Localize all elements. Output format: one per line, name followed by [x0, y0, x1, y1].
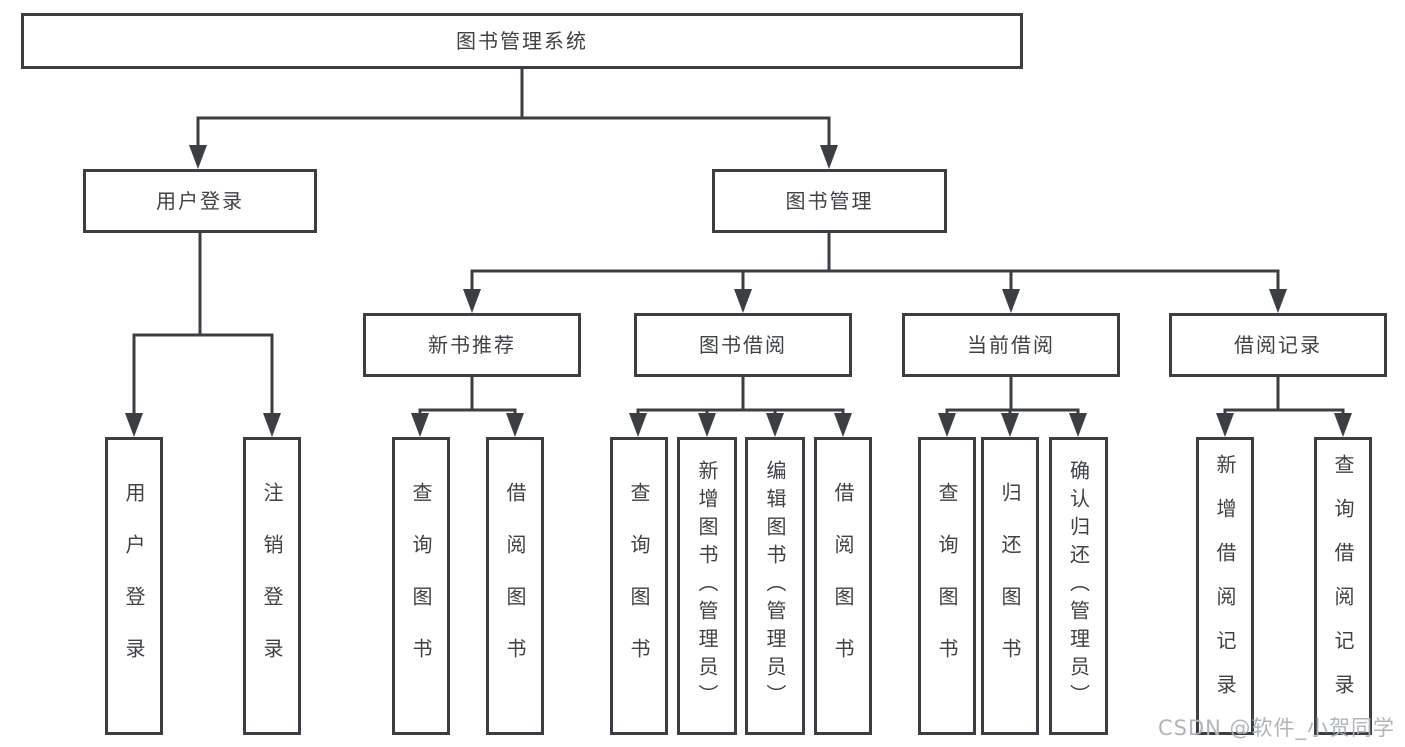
- arrow-down-icon: [463, 289, 481, 313]
- leaf-return-books: 归还图书: [981, 437, 1039, 735]
- arrow-down-icon: [766, 413, 784, 437]
- connector-borrow-record-children: [1223, 375, 1345, 420]
- connector-current-borrow-children: [945, 375, 1080, 420]
- leaf-confirm-return-admin: 确认归还（管理员）: [1049, 437, 1108, 735]
- arrow-down-icon: [1069, 413, 1087, 437]
- arrow-down-icon: [506, 413, 524, 437]
- leaf-borrow-books-recommend: 借阅图书: [486, 437, 544, 735]
- leaf-logout: 注销登录: [243, 437, 301, 735]
- arrow-down-icon: [263, 413, 281, 437]
- node-label: 查询图书: [409, 482, 433, 690]
- arrow-down-icon: [698, 413, 716, 437]
- node-label: 图书借阅: [699, 333, 787, 357]
- node-current-borrowing: 当前借阅: [902, 313, 1120, 377]
- arrow-down-icon: [734, 289, 752, 313]
- leaf-user-login: 用户登录: [105, 437, 163, 735]
- arrow-down-icon: [189, 145, 207, 169]
- arrow-down-icon: [834, 413, 852, 437]
- node-label: 用户登录: [156, 189, 244, 213]
- leaf-add-books-admin: 新增图书（管理员）: [677, 437, 737, 735]
- node-label: 当前借阅: [967, 333, 1055, 357]
- leaf-query-borrow-record: 查询借阅记录: [1314, 437, 1372, 735]
- leaf-query-books-current: 查询图书: [918, 437, 976, 735]
- connector-book-mgmt-to-level3: [470, 231, 1280, 296]
- connector-book-borrow-children: [636, 375, 845, 420]
- leaf-query-books-recommend: 查询图书: [392, 437, 450, 735]
- node-label: 借阅记录: [1234, 333, 1322, 357]
- node-label: 编辑图书（管理员）: [763, 460, 787, 712]
- arrow-down-icon: [1002, 289, 1020, 313]
- leaf-edit-books-admin: 编辑图书（管理员）: [745, 437, 805, 735]
- connector-user-login-children: [132, 231, 274, 420]
- node-label: 查询图书: [935, 482, 959, 690]
- node-library-management-system: 图书管理系统: [21, 13, 1023, 69]
- csdn-watermark: CSDN @软件_小贺同学: [1158, 716, 1396, 740]
- node-book-borrowing: 图书借阅: [634, 313, 852, 377]
- connector-root-to-level2: [196, 67, 831, 152]
- node-label: 用户登录: [122, 482, 146, 690]
- arrow-down-icon: [820, 145, 838, 169]
- node-label: 图书管理: [785, 189, 874, 213]
- node-label: 查询图书: [627, 482, 651, 690]
- arrow-down-icon: [125, 413, 143, 437]
- node-label: 借阅图书: [831, 482, 855, 690]
- arrow-down-icon: [629, 413, 647, 437]
- node-borrowing-records: 借阅记录: [1169, 313, 1387, 377]
- node-label: 新增图书（管理员）: [695, 460, 719, 712]
- node-label: 注销登录: [260, 482, 284, 690]
- leaf-borrow-books: 借阅图书: [814, 437, 872, 735]
- node-new-book-recommendation: 新书推荐: [363, 313, 581, 377]
- arrow-down-icon: [1001, 413, 1019, 437]
- node-label: 归还图书: [998, 482, 1022, 690]
- node-label: 确认归还（管理员）: [1066, 460, 1091, 712]
- arrowheads: [125, 145, 1352, 437]
- node-label: 借阅图书: [503, 482, 527, 690]
- node-label: 图书管理系统: [456, 29, 588, 53]
- arrow-down-icon: [938, 413, 956, 437]
- leaf-add-borrow-record: 新增借阅记录: [1196, 437, 1254, 735]
- node-book-management: 图书管理: [712, 169, 947, 233]
- arrow-down-icon: [1334, 413, 1352, 437]
- node-label: 新增借阅记录: [1213, 454, 1237, 718]
- node-label: 查询借阅记录: [1331, 454, 1355, 718]
- leaf-query-books-borrowing: 查询图书: [610, 437, 668, 735]
- arrow-down-icon: [1216, 413, 1234, 437]
- connector-paths: [132, 67, 1345, 420]
- node-user-login: 用户登录: [83, 169, 317, 233]
- connector-new-book-children: [418, 375, 517, 420]
- arrow-down-icon: [1269, 289, 1287, 313]
- arrow-down-icon: [411, 413, 429, 437]
- node-label: 新书推荐: [428, 333, 516, 357]
